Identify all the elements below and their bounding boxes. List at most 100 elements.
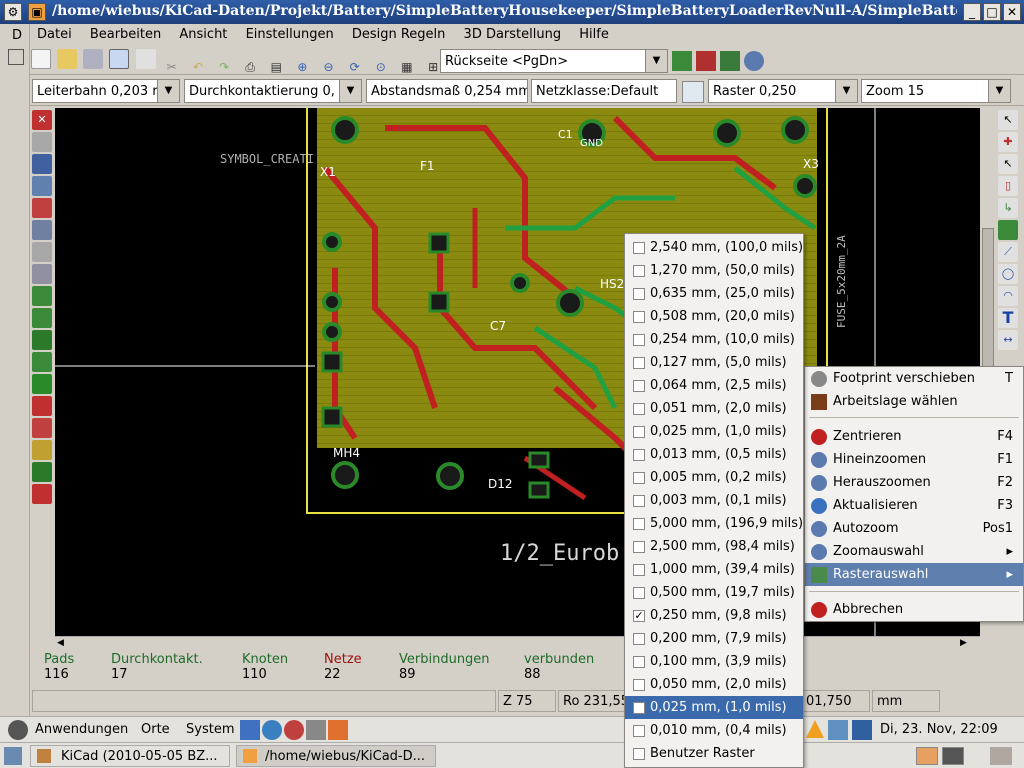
highlight-net-icon[interactable]: ✚ [998,132,1018,152]
ctx-select-layer[interactable]: Arbeitslage wählen [805,390,1023,413]
grid-option[interactable]: 0,100 mm, (3,9 mils) [625,650,803,673]
page-settings-icon[interactable] [109,49,130,69]
microwave-tools-icon[interactable] [32,484,52,504]
menu-einstellungen[interactable]: Einstellungen [245,27,334,42]
menu-hilfe[interactable]: Hilfe [579,27,609,42]
grid-option[interactable]: 0,635 mm, (25,0 mils) [625,282,803,305]
local-ratsnest-icon[interactable]: ↖ [998,154,1018,174]
footprint-editor-icon[interactable] [135,49,156,69]
launcher-icon[interactable] [240,720,260,740]
grid-option[interactable]: 1,270 mm, (50,0 mils) [625,259,803,282]
gnome-foot-icon[interactable] [8,720,28,740]
ctx-cancel[interactable]: Abbrechen [805,598,1023,621]
grid-option[interactable]: 5,000 mm, (196,9 mils) [625,512,803,535]
grid-option[interactable]: 0,127 mm, (5,0 mils) [625,351,803,374]
redo-icon[interactable]: ↷ [218,60,230,74]
ctx-center[interactable]: Zentrieren F4 [805,425,1023,448]
high-contrast-icon[interactable] [32,440,52,460]
menu-ansicht[interactable]: Ansicht [179,27,228,42]
zone-display-icon[interactable] [32,308,52,328]
grid-option[interactable]: 0,025 mm, (1,0 mils) [625,420,803,443]
select-arrow-icon[interactable]: ↖ [998,110,1018,130]
cursor-shape-icon[interactable] [32,220,52,240]
grid-toggle-icon[interactable] [32,132,52,152]
module-ratsnest-icon[interactable] [32,264,52,284]
auto-delete-track-icon[interactable] [32,286,52,306]
menu-bearbeiten[interactable]: Bearbeiten [89,27,162,42]
layer-pair-icon[interactable] [672,51,692,71]
maximize-icon[interactable]: □ [983,3,1001,21]
undo-icon[interactable]: ↶ [192,60,203,74]
chevron-down-icon[interactable]: ▼ [157,80,179,102]
menu-system[interactable]: System [186,722,235,737]
zoom-fit-icon[interactable]: ⊙ [375,60,386,74]
track-width-select[interactable]: Leiterbahn 0,203 r ▼ [32,79,180,103]
grid-option[interactable]: 0,005 mm, (0,2 mils) [625,466,803,489]
taskbar-kicad[interactable]: KiCad (2010-05-05 BZ... [30,745,230,767]
clock-datetime[interactable]: Di, 23. Nov, 22:09 [880,722,998,737]
ctx-zoom-select[interactable]: Zoomauswahl ▸ [805,540,1023,563]
cut-icon[interactable]: ✂ [166,60,177,74]
browser-icon[interactable] [262,720,282,740]
add-text-icon[interactable]: T [998,308,1018,328]
chevron-down-icon[interactable]: ▼ [988,80,1010,102]
ctx-zoom-out[interactable]: Herauszoomen F2 [805,471,1023,494]
auto-track-width-icon[interactable] [682,81,704,103]
ctx-grid-select[interactable]: Rasterauswahl ▸ [805,563,1023,586]
minimize-icon[interactable]: _ [963,3,981,21]
menu-design-regeln[interactable]: Design Regeln [351,27,446,42]
add-circle-icon[interactable]: ◯ [998,264,1018,284]
netlist-icon[interactable]: ⊞ [428,60,439,74]
settings-app-icon[interactable] [306,720,326,740]
grid-option[interactable]: 2,500 mm, (98,4 mils) [625,535,803,558]
add-arc-icon[interactable]: ◠ [998,286,1018,306]
close-icon[interactable]: ✕ [1003,3,1021,21]
scroll-left-icon[interactable]: ◀ [57,638,64,648]
ctx-refresh[interactable]: Aktualisieren F3 [805,494,1023,517]
workspace-2[interactable] [942,747,964,765]
zone-fill-icon[interactable] [32,352,52,372]
zone-outline-icon[interactable] [32,330,52,350]
grid-option[interactable]: Benutzer Raster [625,742,803,765]
grid-option[interactable]: 0,064 mm, (2,5 mils) [625,374,803,397]
drc-icon[interactable] [696,51,716,71]
via-size-select[interactable]: Durchkontaktierung 0, ▼ [184,79,362,103]
ctx-autozoom[interactable]: Autozoom Pos1 [805,517,1023,540]
zoom-select[interactable]: Zoom 15 ▼ [861,79,1011,103]
add-dimension-icon[interactable]: ↔ [998,330,1018,350]
chevron-down-icon[interactable]: ▼ [339,80,361,102]
units-icon[interactable] [32,176,52,196]
grid-option[interactable]: 0,010 mm, (0,4 mils) [625,719,803,742]
find-icon[interactable]: ▦ [401,60,413,74]
redraw-icon[interactable]: ⟳ [349,60,360,74]
workspace-1[interactable] [916,747,938,765]
grid-option[interactable]: 0,050 mm, (2,0 mils) [625,673,803,696]
show-desktop-icon[interactable] [4,747,22,765]
layers-manager-icon[interactable] [32,462,52,482]
polar-coords-icon[interactable] [32,154,52,174]
grid-option[interactable]: 0,500 mm, (19,7 mils) [625,581,803,604]
scroll-right-icon[interactable]: ▶ [960,638,967,648]
track-sketch-icon[interactable] [32,418,52,438]
zoom-in-icon[interactable]: ⊕ [297,60,308,74]
grid-option[interactable]: ✓0,250 mm, (9,8 mils) [625,604,803,627]
plot-icon[interactable]: ▤ [270,60,282,74]
chevron-down-icon[interactable]: ▼ [645,50,667,72]
grid-option[interactable]: 0,003 mm, (0,1 mils) [625,489,803,512]
grid-option[interactable]: 0,200 mm, (7,9 mils) [625,627,803,650]
print-icon[interactable]: ⎙ [245,60,255,74]
grid-option[interactable]: 0,025 mm, (1,0 mils) [625,696,803,719]
grid-select[interactable]: Raster 0,250 ▼ [708,79,858,103]
menu-3d-darstellung[interactable]: 3D Darstellung [463,27,562,42]
menu-anwendungen[interactable]: Anwendungen [35,722,129,737]
add-track-icon[interactable]: ↳ [998,198,1018,218]
horizontal-scrollbar[interactable]: ◀ ▶ [55,636,980,650]
add-line-icon[interactable]: ⟋ [998,242,1018,262]
drc-off-icon[interactable]: ✕ [32,110,52,130]
display-icon[interactable] [852,720,872,740]
grid-option[interactable]: 0,051 mm, (2,0 mils) [625,397,803,420]
trash-icon[interactable] [990,747,1012,765]
pad-sketch-icon[interactable] [32,374,52,394]
web-icon[interactable] [744,51,764,71]
menu-datei[interactable]: Datei [37,27,72,42]
